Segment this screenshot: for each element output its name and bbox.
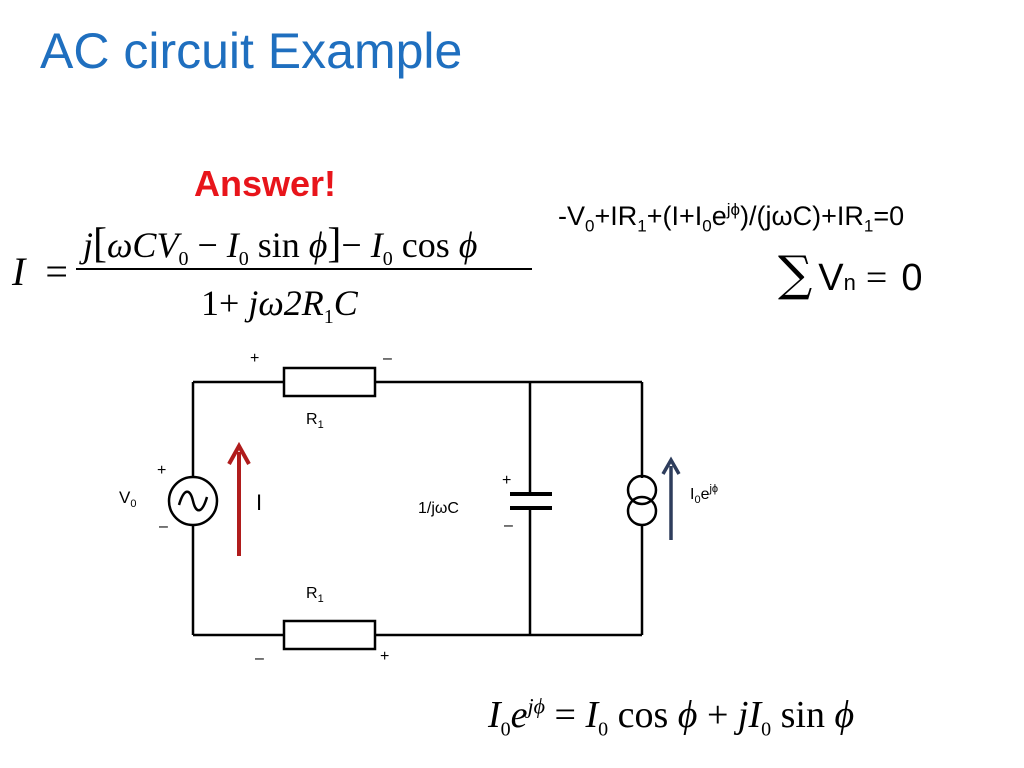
cap-minus: – (504, 517, 513, 534)
euler-sub0a: 0 (500, 718, 511, 741)
answer-equation-lhs: I = (12, 248, 68, 295)
sum-zero: 0 (901, 257, 923, 299)
num-rbracket: ] (327, 221, 342, 267)
num-I0a: I (226, 225, 239, 265)
kvl-part6: =0 (873, 201, 905, 231)
num-I0b: I (370, 225, 383, 265)
r-top-label: R1 (306, 411, 324, 431)
kvl-part4: e (711, 201, 727, 231)
fraction-bar (76, 268, 532, 270)
den-one-plus: 1+ (201, 283, 240, 323)
current-label: I (256, 490, 262, 515)
euler-e: e (510, 694, 528, 736)
num-minus1: − (197, 225, 218, 265)
den-j-omega-2r: jω2R (248, 283, 324, 323)
r-bottom-minus: – (255, 650, 264, 667)
den-sub1: 1 (323, 306, 334, 329)
den-c: C (333, 283, 358, 323)
kvl-sub1b: 1 (863, 216, 874, 236)
num-sin: sin (257, 225, 300, 265)
sine-wave-icon (177, 490, 209, 512)
euler-phi2: ϕ (834, 694, 855, 736)
slide-title: AC circuit Example (40, 23, 463, 79)
euler-equation: I0ejϕ = I0 cos ϕ + jI0 sin ϕ (488, 693, 854, 742)
current-source-label: I0ejϕ (690, 483, 718, 506)
num-omega-cv: ωCV (107, 225, 179, 265)
sum-v: V (818, 257, 844, 299)
r-bottom-label: R1 (306, 585, 324, 605)
euler-cos: cos (617, 694, 669, 736)
euler-phi1: ϕ (677, 694, 698, 736)
kvl-part5: )/(jωC)+IR (740, 201, 864, 231)
r-bottom-plus: + (380, 648, 389, 665)
answer-denominator: 1+ jω2R1C (201, 282, 358, 329)
kvl-part2: +IR (594, 201, 638, 231)
source-minus: – (159, 518, 168, 535)
euler-plus: + (706, 694, 729, 736)
answer-lhs-eq: = (45, 249, 68, 294)
num-sub0a: 0 (178, 248, 189, 271)
source-arrow-head-icon (661, 456, 681, 475)
kvl-part3: +(I+I (646, 201, 703, 231)
current-source-circle-top (626, 474, 658, 506)
answer-label: Answer! (194, 163, 337, 204)
resistor-bottom (282, 619, 377, 651)
euler-sin: sin (780, 694, 825, 736)
num-phi2: ϕ (458, 225, 478, 265)
num-cos: cos (401, 225, 450, 265)
current-source-circle-bottom (626, 495, 658, 527)
num-phi1: ϕ (308, 225, 328, 265)
r-top-minus: – (383, 350, 392, 367)
answer-numerator: j[ωCV0 − I0 sin ϕ]− I0 cos ϕ (83, 220, 477, 271)
kvl-sup: jϕ (726, 200, 741, 219)
num-lbracket: [ (93, 221, 108, 267)
sum-sub-n: n (843, 270, 856, 295)
kvl-sub0b: 0 (702, 216, 712, 236)
num-minus2: − (341, 225, 362, 265)
cap-plus: + (502, 472, 511, 489)
euler-sup: jϕ (527, 693, 546, 719)
num-sub0b: 0 (238, 248, 249, 271)
euler-eq: = (554, 694, 576, 736)
cap-label: 1/jωC (418, 500, 459, 517)
euler-sub0c: 0 (761, 718, 772, 741)
kvl-sub0: 0 (585, 216, 595, 236)
euler-jI: jI (737, 694, 762, 736)
answer-lhs-I: I (12, 249, 26, 294)
resistor-top (282, 366, 377, 398)
kvl-part1: -V (558, 201, 585, 231)
num-sub0c: 0 (382, 248, 393, 271)
kvl-equation: -V0+IR1+(I+I0ejϕ)/(jωC)+IR1=0 (558, 200, 904, 236)
sigma-symbol: ∑ (778, 246, 813, 302)
source-label: V0 (119, 488, 136, 510)
r-top-plus: + (250, 350, 259, 367)
euler-I2: I (585, 694, 599, 736)
euler-I: I (488, 694, 501, 736)
source-plus: + (157, 462, 166, 479)
num-j: j (83, 225, 94, 265)
circuit-wires (191, 380, 644, 637)
euler-sub0b: 0 (598, 718, 609, 741)
sum-eq: = (865, 257, 888, 299)
current-arrow-head-icon (227, 441, 251, 465)
kvl-sub1a: 1 (637, 216, 647, 236)
